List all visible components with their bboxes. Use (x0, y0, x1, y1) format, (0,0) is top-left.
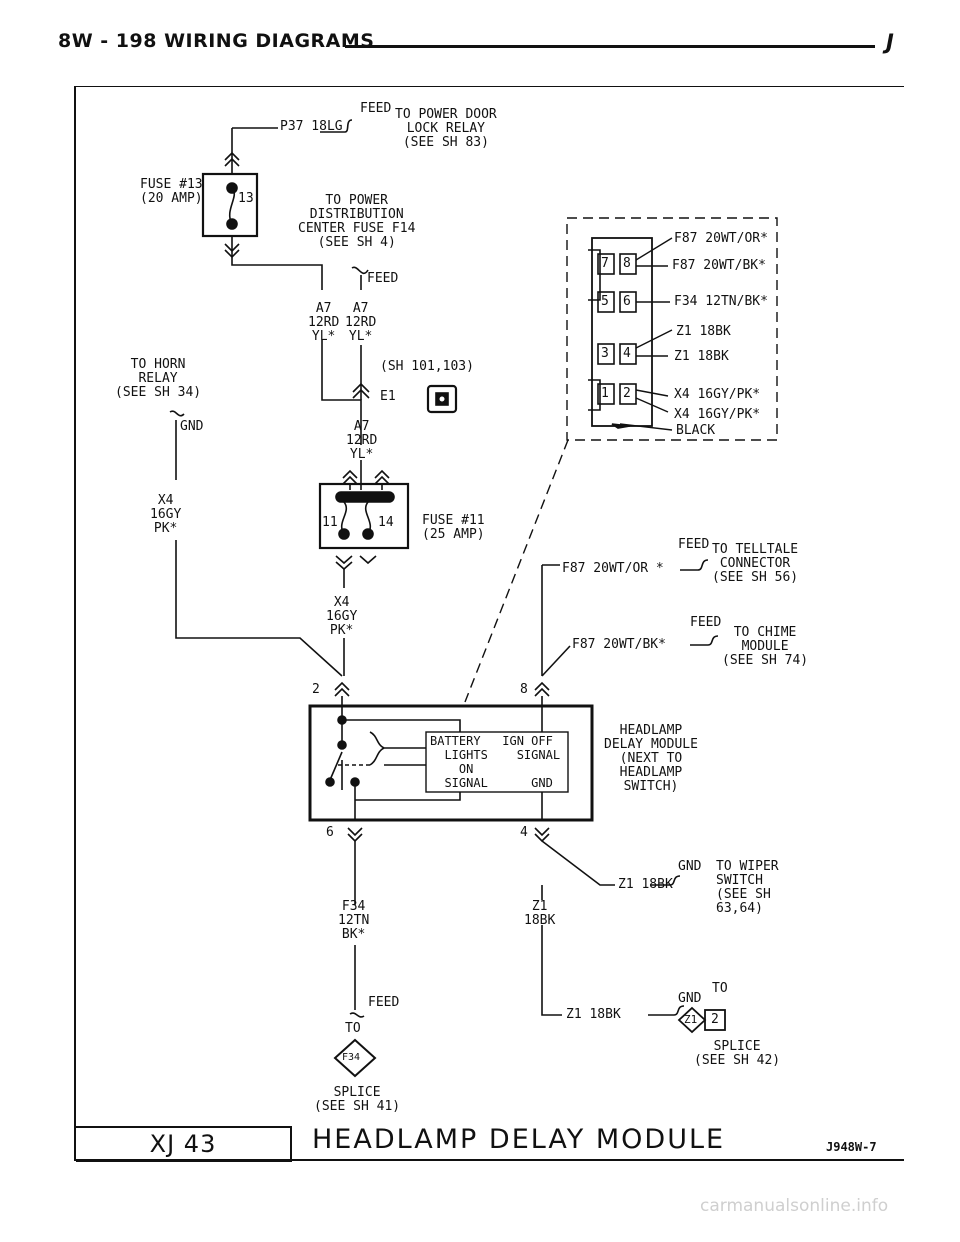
module-pin-2: 2 (312, 682, 320, 697)
a7-wire-label-low: A7 12RD YL* (346, 419, 378, 462)
horn-relay-note: TO HORN RELAY (SEE SH 34) (115, 357, 202, 400)
fuse-13-label: FUSE #13 (20 AMP) (140, 177, 203, 206)
fuse-13-pin: 13 (238, 191, 254, 206)
connector-pin-7: 7 (601, 256, 609, 271)
headlamp-module-symbol (308, 704, 594, 822)
f34-to-label: TO (345, 1021, 361, 1036)
connector-pin-3: 3 (601, 346, 609, 361)
connector-wire-4: Z1 18BK (676, 324, 731, 339)
power-door-lock-note: TO POWER DOOR LOCK RELAY (SEE SH 83) (395, 107, 497, 150)
z1-wire-splice (541, 885, 562, 1016)
z1-wire-label: Z1 18BK (524, 899, 556, 928)
a7-wire-label-left: A7 12RD YL* (308, 301, 340, 344)
e1-ground-symbol (426, 384, 458, 414)
diagram-title: HEADLAMP DELAY MODULE (312, 1124, 726, 1155)
feed-label-top: FEED (360, 101, 392, 116)
chime-note: TO CHIME MODULE (SEE SH 74) (722, 625, 809, 668)
connector-wire-7: X4 16GY/PK* (674, 407, 761, 422)
headlamp-module-label: HEADLAMP DELAY MODULE (NEXT TO HEADLAMP … (604, 723, 698, 794)
f34-splice-tag: F34 (342, 1052, 361, 1063)
connector-pin-5: 5 (601, 294, 609, 309)
z1-wire-wiper (541, 840, 615, 886)
pdc-feed-label: FEED (367, 271, 399, 286)
module-terminal-labels: BATTERY IGN OFF LIGHTS SIGNAL ON SIGNAL … (430, 734, 561, 790)
module-pin-6: 6 (326, 825, 334, 840)
header-model-letter: J (886, 30, 894, 54)
pdc-note: TO POWER DISTRIBUTION CENTER FUSE F14 (S… (298, 193, 416, 250)
feed-arrow (320, 119, 353, 133)
horn-gnd-label: GND (180, 419, 204, 434)
connector-wire-3: F34 12TN/BK* (674, 294, 768, 309)
e1-label: E1 (380, 389, 396, 404)
connector-c1-symbol (566, 217, 778, 441)
x4-wire-label-center: X4 16GY PK* (326, 595, 358, 638)
z1-splice-tag-number: 2 (711, 1012, 719, 1027)
connector-pin-4: 4 (623, 346, 631, 361)
module-pin-4: 4 (520, 825, 528, 840)
connector-wire-5: Z1 18BK (674, 349, 729, 364)
connector-pin-2: 2 (623, 386, 631, 401)
x4-wire-label-left: X4 16GY PK* (150, 493, 182, 536)
f34-feed-label: FEED (368, 995, 400, 1010)
diagram-frame (74, 86, 904, 1161)
z1-splice-tag: Z1 (684, 1013, 698, 1026)
connector-wire-2: F87 20WT/BK* (672, 258, 766, 273)
f87-wire-chime (541, 645, 571, 677)
page-header: 8W - 198 WIRING DIAGRAMS (58, 30, 375, 52)
fuse-13-symbol (201, 172, 259, 238)
connector-pin-8: 8 (623, 256, 631, 271)
fuse-11-label: FUSE #11 (25 AMP) (422, 513, 485, 542)
header-rule (345, 45, 875, 48)
f34-splice-note: SPLICE (SEE SH 41) (314, 1085, 401, 1114)
a7-wire-left (321, 340, 362, 445)
fuse-11-pin-left: 11 (322, 515, 338, 530)
connector-chevron (224, 151, 240, 167)
wiper-circuit-label: Z1 18BK (618, 877, 673, 892)
z1-splice-tag (677, 1006, 726, 1034)
fuse-11-symbol (318, 482, 410, 550)
z1-splice-to-label: TO (712, 981, 728, 996)
f34-wire-label: F34 12TN BK* (338, 899, 370, 942)
wiper-gnd-label: GND (678, 859, 702, 874)
sheet-reference: (SH 101,103) (380, 359, 474, 374)
p37-circuit-label: P37 18LG (280, 119, 343, 134)
module-pin-8: 8 (520, 682, 528, 697)
z1-splice-circuit-label: Z1 18BK (566, 1007, 621, 1022)
f34-splice-diamond (333, 1038, 377, 1078)
telltale-feed-label: FEED (678, 537, 710, 552)
page-tag: XJ 43 (76, 1126, 292, 1162)
site-watermark: carmanualsonline.info (700, 1196, 889, 1216)
connector-wire-6: X4 16GY/PK* (674, 387, 761, 402)
telltale-note: TO TELLTALE CONNECTOR (SEE SH 56) (712, 542, 799, 585)
fuse-11-pin-right: 14 (378, 515, 394, 530)
a7-wire-label-mid: A7 12RD YL* (345, 301, 377, 344)
z1-splice-note: SPLICE (SEE SH 42) (694, 1039, 781, 1068)
z1-splice-gnd-label: GND (678, 991, 702, 1006)
telltale-circuit-label: F87 20WT/OR * (562, 561, 664, 576)
diagram-code: J948W-7 (826, 1140, 877, 1154)
connector-pin-1: 1 (601, 386, 609, 401)
chime-feed-label: FEED (690, 615, 722, 630)
connector-wire-1: F87 20WT/OR* (674, 231, 768, 246)
wiper-note: TO WIPER SWITCH (SEE SH 63,64) (716, 859, 779, 916)
chime-circuit-label: F87 20WT/BK* (572, 637, 666, 652)
connector-wire-8: BLACK (676, 423, 716, 438)
connector-pin-6: 6 (623, 294, 631, 309)
